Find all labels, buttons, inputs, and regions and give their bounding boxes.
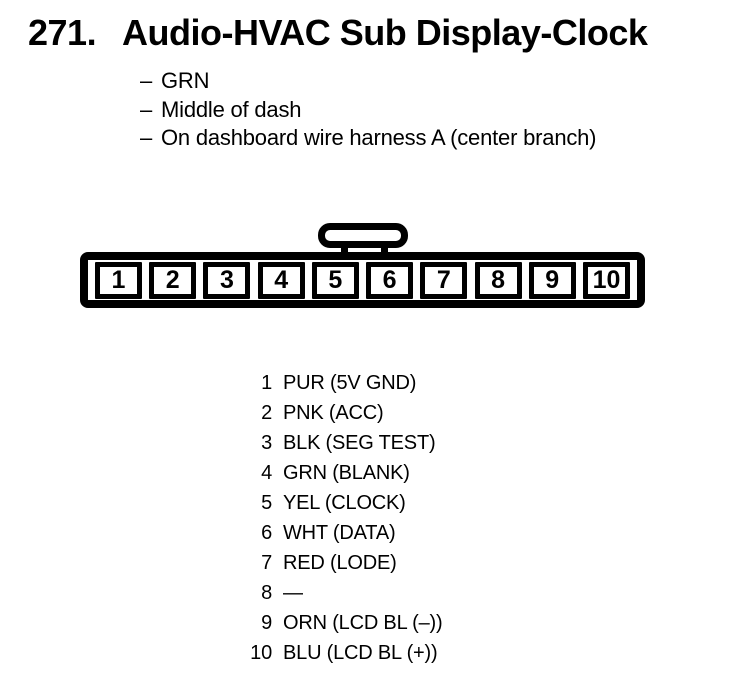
pin-number: 5 xyxy=(261,492,272,514)
pin-number: 10 xyxy=(250,642,272,664)
connector-pin-10: 10 xyxy=(582,261,630,299)
pin-number: 2 xyxy=(261,402,272,424)
pinout-row: 3 BLK (SEG TEST) xyxy=(245,428,442,458)
pinout-list: 1 PUR (5V GND) 2 PNK (ACC) 3 BLK (SEG TE… xyxy=(245,368,442,668)
pin-label: BLK (SEG TEST) xyxy=(283,432,436,454)
pin-number: 9 xyxy=(261,612,272,634)
pin-cavity-number: 2 xyxy=(165,265,180,294)
pinout-row: 6 WHT (DATA) xyxy=(245,518,442,548)
note-dash: – xyxy=(140,125,153,150)
pin-label: RED (LODE) xyxy=(283,552,397,574)
pin-cavity-number: 10 xyxy=(592,265,621,294)
pin-label: — xyxy=(283,582,303,604)
connector-pin-3: 3 xyxy=(203,261,251,299)
pinout-row: 1 PUR (5V GND) xyxy=(245,368,442,398)
pin-label: WHT (DATA) xyxy=(283,522,396,544)
pin-number: 6 xyxy=(261,522,272,544)
pinout-row: 2 PNK (ACC) xyxy=(245,398,442,428)
pinout-row: 8 — xyxy=(245,578,442,608)
figure-heading: 271. Audio-HVAC Sub Display-Clock xyxy=(28,12,648,54)
pin-cavity-number: 7 xyxy=(436,265,451,294)
note-item: – On dashboard wire harness A (center br… xyxy=(140,124,597,153)
figure-number: 271. xyxy=(28,12,97,53)
pin-number: 7 xyxy=(261,552,272,574)
connector-pin-2: 2 xyxy=(149,261,197,299)
notes-list: – GRN – Middle of dash – On dashboard wi… xyxy=(140,67,597,153)
pin-label: ORN (LCD BL (–)) xyxy=(283,612,443,634)
pin-label: PNK (ACC) xyxy=(283,402,384,424)
pin-number: 3 xyxy=(261,432,272,454)
pin-label: PUR (5V GND) xyxy=(283,372,417,394)
latch-leg-right xyxy=(381,243,388,259)
note-text: GRN xyxy=(161,68,210,93)
pinout-row: 7 RED (LODE) xyxy=(245,548,442,578)
connector-pin-9: 9 xyxy=(528,261,576,299)
note-text: Middle of dash xyxy=(161,96,302,122)
pin-label: BLU (LCD BL (+)) xyxy=(283,642,438,664)
connector-diagram: 1 2 3 4 5 6 7 8 9 10 xyxy=(80,222,645,308)
pin-label: GRN (BLANK) xyxy=(283,462,410,484)
latch-leg-left xyxy=(341,243,348,259)
note-dash: – xyxy=(140,68,153,93)
connector-pin-6: 6 xyxy=(366,261,414,299)
latch-bar xyxy=(318,223,408,248)
pin-cavity-number: 8 xyxy=(491,265,505,294)
pin-label: YEL (CLOCK) xyxy=(283,492,406,514)
note-item: – Middle of dash xyxy=(140,96,596,125)
pinout-row: 10 BLU (LCD BL (+)) xyxy=(245,638,442,668)
pin-number: 4 xyxy=(261,462,272,484)
connector-pin-4: 4 xyxy=(257,261,305,299)
connector-body: 1 2 3 4 5 6 7 8 9 10 xyxy=(80,252,645,308)
pin-cavity-number: 3 xyxy=(219,265,234,294)
pin-cavity-number: 5 xyxy=(328,265,343,294)
pinout-row: 5 YEL (CLOCK) xyxy=(245,488,442,518)
pin-number: 1 xyxy=(261,372,272,394)
connector-pin-8: 8 xyxy=(474,261,522,299)
pin-cavity-number: 4 xyxy=(274,265,289,294)
note-item: – GRN xyxy=(140,67,596,96)
page-title: Audio-HVAC Sub Display-Clock xyxy=(122,12,648,53)
pin-cavity-number: 6 xyxy=(382,265,397,294)
pin-cavity-number: 1 xyxy=(111,265,126,294)
connector-pin-1: 1 xyxy=(95,261,142,299)
note-text: On dashboard wire harness A (center bran… xyxy=(161,125,597,150)
note-dash: – xyxy=(140,96,153,122)
connector-pin-7: 7 xyxy=(420,261,468,299)
pinout-row: 4 GRN (BLANK) xyxy=(245,458,442,488)
pin-cavity-number: 9 xyxy=(545,265,560,294)
pin-number: 8 xyxy=(261,582,272,604)
connector-pin-5: 5 xyxy=(311,261,359,299)
pinout-row: 9 ORN (LCD BL (–)) xyxy=(245,608,443,638)
